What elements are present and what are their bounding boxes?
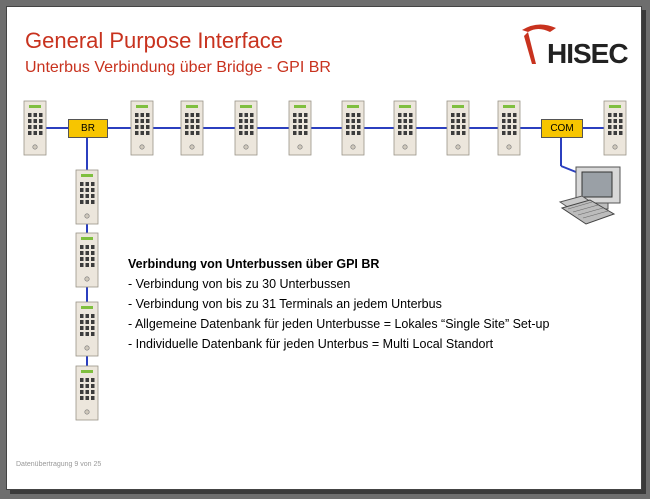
terminal-icon bbox=[341, 100, 365, 156]
terminal-icon bbox=[288, 100, 312, 156]
description-heading: Verbindung von Unterbussen über GPI BR bbox=[128, 257, 380, 271]
terminal-icon bbox=[75, 301, 99, 357]
bridge-box: BR bbox=[68, 119, 108, 138]
terminal-icon bbox=[234, 100, 258, 156]
terminal-icon bbox=[393, 100, 417, 156]
terminal-icon bbox=[75, 365, 99, 421]
description-item: - Allgemeine Datenbank für jeden Unterbu… bbox=[128, 317, 550, 331]
description: Verbindung von Unterbussen über GPI BR -… bbox=[128, 254, 549, 354]
terminal-icon bbox=[130, 100, 154, 156]
terminal-icon bbox=[180, 100, 204, 156]
slide-subtitle: Unterbus Verbindung über Bridge - GPI BR bbox=[25, 59, 331, 76]
terminal-icon bbox=[446, 100, 470, 156]
terminal-icon bbox=[75, 232, 99, 288]
logo-wordmark: HISEC bbox=[547, 38, 629, 69]
terminal-icon bbox=[23, 100, 47, 156]
description-item: - Individuelle Datenbank für jeden Unter… bbox=[128, 337, 494, 351]
slide bbox=[6, 6, 642, 490]
description-item: - Verbindung von bis zu 30 Unterbussen bbox=[128, 277, 351, 291]
computer-icon bbox=[558, 166, 621, 225]
terminal-icon bbox=[75, 169, 99, 225]
terminal-icon bbox=[497, 100, 521, 156]
description-item: - Verbindung von bis zu 31 Terminals an … bbox=[128, 297, 442, 311]
slide-footer: Datenübertragung 9 von 25 bbox=[16, 461, 102, 468]
com-box: COM bbox=[541, 119, 583, 138]
hisec-logo bbox=[522, 24, 556, 64]
terminal-icon bbox=[603, 100, 627, 156]
slide-title: General Purpose Interface bbox=[25, 28, 284, 53]
